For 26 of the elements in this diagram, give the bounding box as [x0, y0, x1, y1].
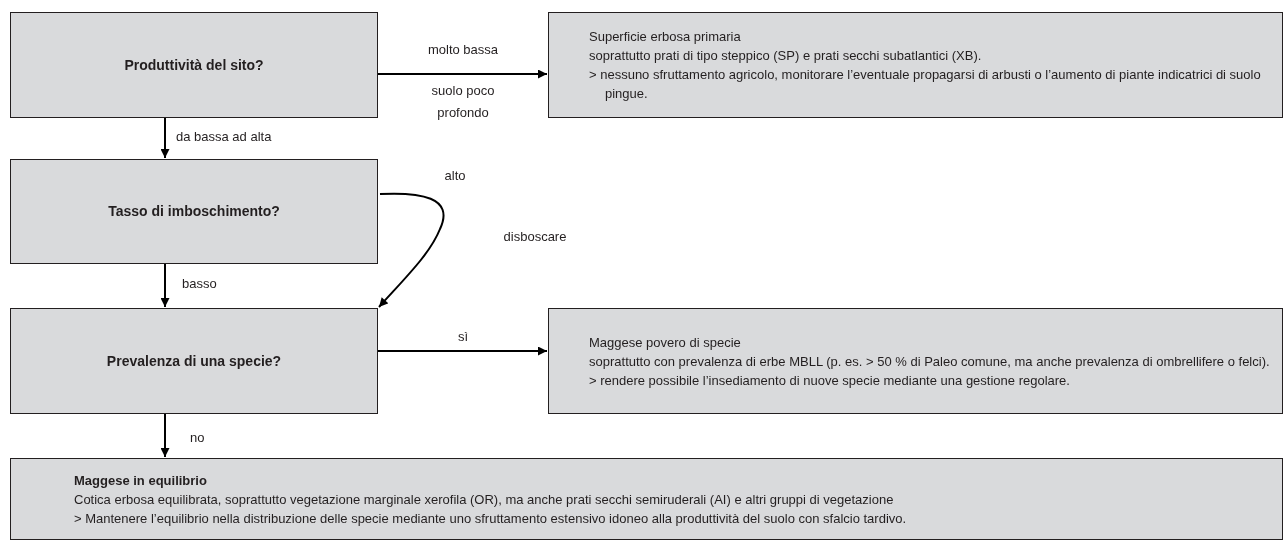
question-text: Produttività del sito?	[124, 55, 264, 75]
result-description: soprattutto prati di tipo steppico (SP) e prati secchi subatlantici (XB).	[589, 47, 983, 65]
recommendation-text: > rendere possibile l’insediamento di nuove specie mediante una gestione regolare.	[589, 371, 1071, 390]
result-description: soprattutto con prevalenza di erbe MBLL (p. es. > 50 % di Paleo comune, ma anche prevalenza di ombrellifere o felci).	[589, 352, 1270, 371]
decision-box	[10, 308, 378, 414]
result-description: Cotica erbosa equilibrata, soprattutto vegetazione marginale xerofila (OR), ma anche prati secchi semiruderali (AI) e altri gruppi di vegetazione	[74, 490, 895, 509]
arrow	[160, 263, 170, 308]
branch-note: disboscare	[502, 228, 568, 246]
arrow	[160, 413, 170, 458]
arrow	[160, 117, 170, 159]
result-heading: Maggese in equilibrio	[74, 471, 208, 490]
arrow	[378, 192, 445, 308]
question-text: Prevalenza di una specie?	[106, 351, 282, 371]
result-heading: Maggese povero di specie	[589, 333, 742, 352]
decision-box	[10, 159, 378, 264]
recommendation-text: > Mantenere l’equilibrio nella distribuzione delle specie mediante uno sfruttamento estensivo idoneo alla produttività del suolo con sfalcio tardivo.	[74, 509, 908, 528]
result-box	[548, 308, 1283, 414]
result-heading: Superficie erbosa primaria	[589, 28, 742, 46]
arrow	[377, 346, 548, 356]
result-box	[548, 12, 1283, 118]
recommendation-text: > nessuno sfruttamento agricolo, monitorare l’eventuale propagarsi di arbusti o l’aumento di piante indicatrici di suolo pingue.	[589, 66, 1262, 103]
decision-box	[10, 12, 378, 118]
arrow	[377, 69, 548, 79]
branch-note: suolo poco profondo	[430, 82, 496, 122]
question-text: Tasso di imboschimento?	[108, 202, 280, 221]
result-box	[10, 458, 1283, 540]
